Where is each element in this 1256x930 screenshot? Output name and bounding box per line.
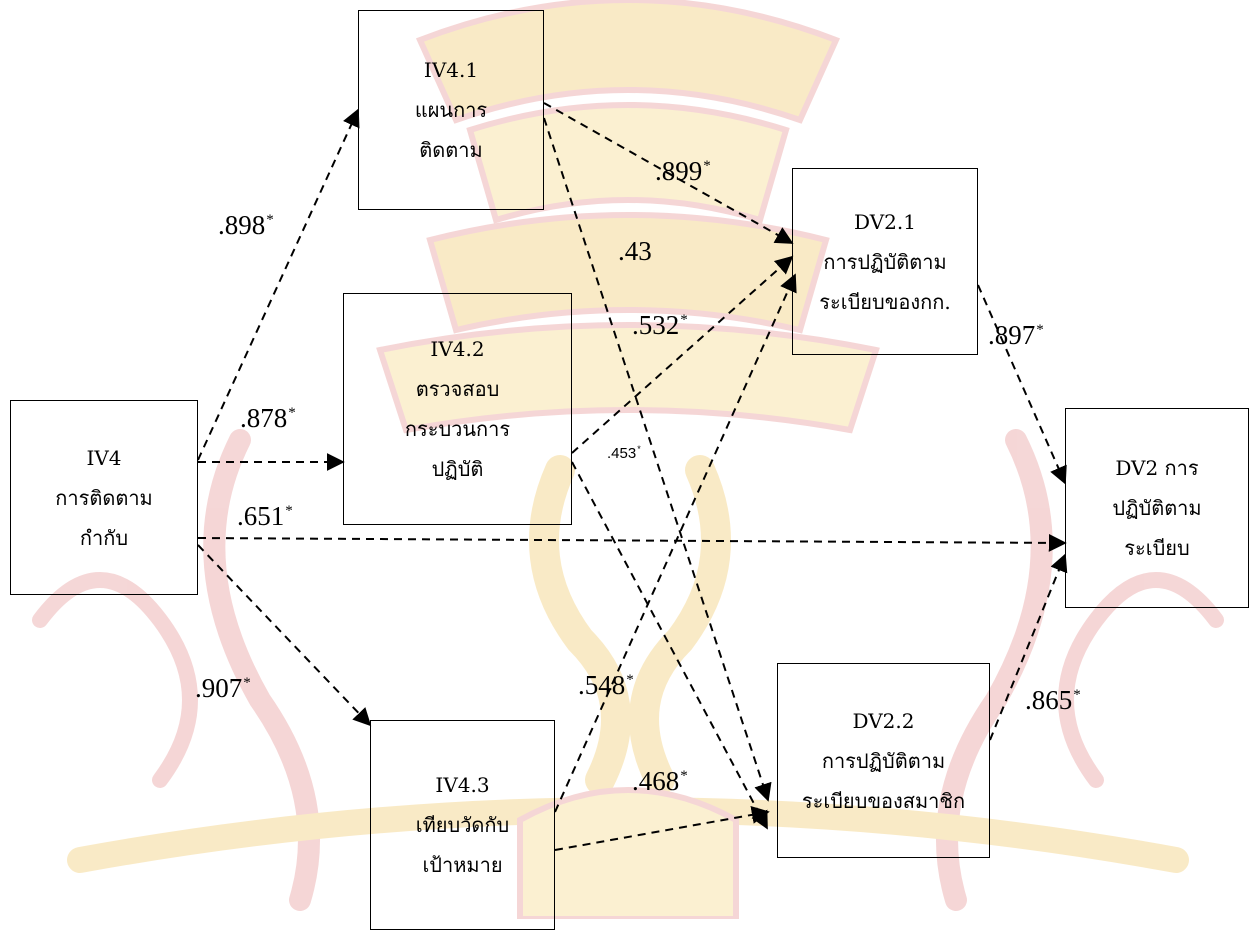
node-dv21-line1: การปฏิบัติตาม (823, 249, 947, 274)
coef-iv4-iv41-star: * (266, 212, 274, 228)
node-dv2-line3: ระเบียบ (1124, 536, 1190, 560)
coef-iv42-dv21: .532* (632, 312, 688, 339)
node-dv22-line2: ระเบียบของสมาชิก (801, 788, 966, 813)
arrow-iv42-to-dv21 (571, 255, 794, 454)
coef-iv42-dv21-value: .532 (632, 310, 680, 340)
coef-iv41-dv21-star: * (703, 158, 711, 174)
node-dv22-code: DV2.2 (852, 708, 915, 733)
node-iv4-line2: กำกับ (79, 525, 129, 550)
coef-iv43-dv21-value: .548 (578, 670, 626, 700)
node-dv22-line1: การปฏิบัติตาม (821, 748, 946, 773)
node-iv43-line2: เป้าหมาย (422, 853, 503, 877)
coef-iv43-dv21: .548* (578, 672, 634, 699)
node-dv21-code: DV2.1 (854, 209, 916, 234)
arrow-dv21-to-dv2 (977, 284, 1067, 485)
arrow-dv22-to-dv2 (989, 553, 1068, 741)
node-dv21-line2: ระเบียบของกก. (819, 289, 951, 314)
node-iv42-line1: ตรวจสอบ (415, 377, 500, 401)
coef-dv21-dv2-star: * (1036, 322, 1044, 338)
node-iv43-line1: เทียบวัดกับ (415, 813, 510, 837)
arrow-iv43-to-dv21 (554, 273, 797, 813)
arrow-iv41-to-dv21 (543, 102, 794, 244)
coef-iv41-dv22: .43 (618, 238, 653, 265)
coef-iv4-iv43: .907* (195, 675, 251, 702)
coef-iv43-dv22-value: .468 (632, 766, 680, 796)
coef-iv43-dv22: .468* (632, 768, 688, 795)
node-dv22: DV2.2 การปฏิบัติตาม ระเบียบของสมาชิก (777, 663, 990, 858)
coef-dv22-dv2: .865* (1025, 687, 1081, 714)
coef-iv4-iv42: .878* (240, 405, 296, 432)
node-iv42-code: IV4.2 (430, 337, 485, 361)
coef-iv4-iv43-value: .907 (195, 673, 243, 703)
coef-iv42-dv22-value: .453 (607, 445, 637, 462)
coef-iv43-dv21-star: * (626, 672, 634, 688)
arrow-iv43-to-dv22 (554, 805, 770, 851)
node-iv42: IV4.2 ตรวจสอบ กระบวนการ ปฏิบัติ (343, 293, 572, 525)
coef-iv4-iv42-star: * (288, 405, 296, 421)
node-iv41: IV4.1 แผนการ ติดตาม (358, 10, 544, 210)
node-dv21: DV2.1 การปฏิบัติตาม ระเบียบของกก. (792, 168, 978, 355)
coef-iv43-dv22-star: * (680, 768, 688, 784)
coef-iv4-dv2-star: * (285, 503, 293, 519)
node-iv4: IV4 การติดตาม กำกับ (10, 400, 198, 595)
node-iv42-line2: กระบวนการ (404, 417, 511, 441)
coef-iv41-dv21: .899* (655, 158, 711, 185)
coef-iv4-dv2: .651* (237, 503, 293, 530)
node-iv4-line1: การติดตาม (55, 485, 153, 510)
node-iv41-line1: แผนการ (414, 98, 488, 122)
arrow-iv41-to-dv22 (543, 117, 772, 802)
coef-iv4-iv42-value: .878 (240, 403, 288, 433)
coef-dv21-dv2-value: .897 (988, 320, 1036, 350)
node-iv4-code: IV4 (86, 445, 122, 470)
coef-iv42-dv22: .453* (607, 444, 641, 462)
coef-dv22-dv2-star: * (1073, 687, 1081, 703)
coef-iv4-iv41: .898* (218, 212, 274, 239)
arrow-iv4-to-dv2 (197, 533, 1067, 552)
node-iv41-line2: ติดตาม (419, 138, 483, 162)
node-dv2: DV2 การ ปฏิบัติตาม ระเบียบ (1065, 408, 1249, 608)
node-dv2-line1: DV2 การ (1115, 456, 1199, 480)
node-iv42-line3: ปฏิบัติ (431, 457, 484, 481)
node-iv43: IV4.3 เทียบวัดกับ เป้าหมาย (370, 720, 555, 930)
coef-iv42-dv21-star: * (680, 312, 688, 328)
node-iv41-code: IV4.1 (423, 58, 479, 82)
coef-iv4-iv41-value: .898 (218, 210, 266, 240)
coef-iv41-dv21-value: .899 (655, 156, 703, 186)
coef-iv41-dv22-value: .43 (618, 236, 652, 266)
node-iv43-code: IV4.3 (435, 773, 490, 797)
coef-iv42-dv22-star: * (637, 444, 641, 454)
coef-dv22-dv2-value: .865 (1025, 685, 1073, 715)
coef-iv4-iv43-star: * (243, 675, 251, 691)
coef-dv21-dv2: .897* (988, 322, 1044, 349)
coef-iv4-dv2-value: .651 (237, 501, 285, 531)
node-dv2-line2: ปฏิบัติตาม (1112, 496, 1202, 520)
